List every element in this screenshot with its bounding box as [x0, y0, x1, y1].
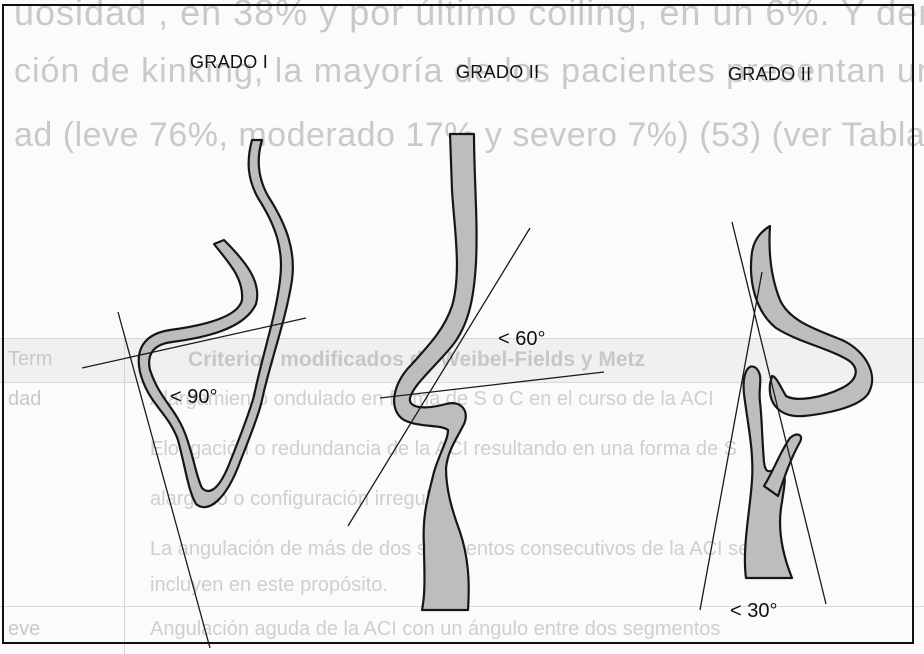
grade-3-label: GRADO II: [728, 64, 811, 85]
grade-2-vessel: [394, 134, 476, 610]
grade-3-vessel: [751, 226, 872, 416]
grade-1-vessel: [139, 140, 293, 507]
grade-2-angle-label: < 60°: [498, 328, 545, 351]
grade-3-angle-label: < 30°: [730, 600, 777, 623]
grade-1-angle-label: < 90°: [170, 386, 217, 409]
grade-2-label: GRADO II: [456, 62, 539, 83]
grade-1-label: GRADO I: [190, 52, 268, 73]
